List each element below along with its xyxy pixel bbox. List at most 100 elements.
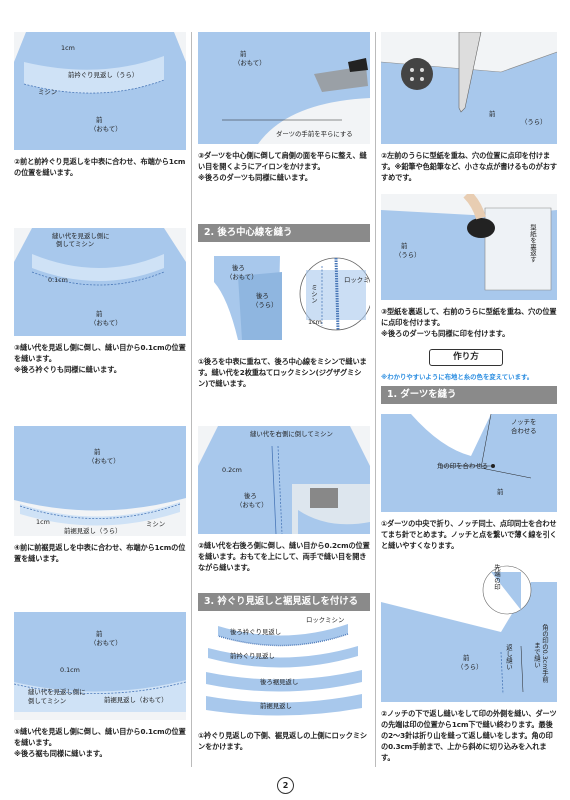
step-c3-d2: 先端の印 前 （うら） 返し縫い 角の印の0.3cm手前 まで縫い ②ノッチの下…	[381, 562, 557, 763]
label: 縫い代を見返し側に	[52, 232, 110, 240]
photo-topstitch-neck: 縫い代を見返し側に 倒してミシン 0.1cm 前 （おもて）	[14, 228, 186, 336]
photo-topstitch-hem: 前 （おもて） 0.1cm 縫い代を見返し側に 倒してミシン 前裾見返し（おもて…	[14, 612, 186, 720]
step-c2-b2: 縫い代を右側に倒してミシン 0.2cm 後ろ （おもて） ②縫い代を右後ろ側に倒…	[198, 426, 370, 573]
label: 1cm	[36, 518, 50, 526]
label: 合わせる	[511, 427, 537, 435]
step-caption: ③型紙を裏返して、右前のうらに型紙を重ね、穴の位置に点印を付けます。	[381, 307, 557, 327]
label: （おもて）	[90, 125, 122, 133]
pencil-icon	[458, 32, 482, 113]
how-to-title: 作り方	[429, 349, 503, 366]
label: （おもて）	[234, 59, 266, 67]
label: 前裾見返し（おもて）	[104, 696, 168, 704]
step-caption: ⑤縫い代を見返し側に倒し、縫い目から0.1cmの位置を縫います。	[14, 727, 186, 747]
step-c1-3: 縫い代を見返し側に 倒してミシン 0.1cm 前 （おもて） ③縫い代を見返し側…	[14, 228, 186, 375]
step-caption: ②前と前衿ぐり見返しを中表に合わせ、布端から1cmの位置を縫います。	[14, 157, 186, 177]
step-caption: ③ダーツを中心側に倒して肩側の面を平らに整え、縫い目を開くようにアイロンをかけま…	[198, 151, 367, 171]
step-c3-d1: ノッチを 合わせる 角の印を合わせる 前 ①ダーツの中央で折り、ノッチ同士、点印…	[381, 408, 557, 551]
label: 倒してミシン	[28, 697, 67, 705]
label: （うら）	[521, 118, 547, 126]
step-note: ※後ろ衿ぐりも同様に縫います。	[14, 365, 121, 374]
label: 前	[94, 448, 101, 456]
label: 前	[489, 110, 496, 118]
column-divider	[191, 32, 192, 767]
label: （うら）	[395, 251, 421, 259]
label: （おもて）	[226, 273, 258, 281]
label: 0.2cm	[222, 466, 242, 474]
photo-hem-facing: 前 （おもて） 1cm 前裾見返し（うら） ミシン	[14, 426, 186, 536]
label: ミシン	[310, 284, 318, 304]
label: 型紙を裏返す	[529, 224, 537, 263]
label: ミシン	[146, 520, 166, 528]
step-caption: ④前に前裾見返しを中表に合わせ、布端から1cmの位置を縫います。	[14, 543, 186, 563]
page-number: 2	[277, 777, 294, 794]
step-caption: ②ノッチの下で返し縫いをして印の外側を縫い、ダーツの先端は印の位置から1cm下で…	[381, 709, 557, 762]
label: 前裾見返し（うら）	[64, 527, 122, 535]
label: まで縫い	[533, 642, 541, 668]
sewing-machine-icon	[310, 488, 338, 508]
label: 角の印を合わせる	[437, 462, 489, 470]
label: 前	[463, 654, 470, 662]
label: 前衿ぐり見返し（うら）	[68, 71, 139, 79]
label: （おもて）	[236, 501, 268, 509]
column-1: 1cm 前衿ぐり見返し（うら） ミシン 前 （おもて） ②前と前衿ぐり見返しを中…	[14, 0, 186, 770]
section-header-facings: 3. 衿ぐり見返しと裾見返しを付ける	[198, 593, 370, 611]
label: （うら）	[252, 301, 278, 309]
label: 縫い代を見返し側に	[28, 688, 86, 696]
step-caption: ③縫い代を見返し側に倒し、縫い目から0.1cmの位置を縫います。	[14, 343, 186, 363]
label: 後ろ	[256, 292, 269, 300]
step-caption: ②左前のうらに型紙を重ね、穴の位置に点印を付けます。※鉛筆や色鉛筆など、小さな点…	[381, 151, 557, 182]
step-c1-2: 1cm 前衿ぐり見返し（うら） ミシン 前 （おもて） ②前と前衿ぐり見返しを中…	[14, 32, 186, 178]
photo-facings: ロックミシン 後ろ衿ぐり見返し 前衿ぐり見返し 後ろ裾見返し 前裾見返し	[198, 616, 370, 724]
label: 後ろ衿ぐり見返し	[230, 628, 282, 636]
step-caption: ①ダーツの中央で折り、ノッチ同士、点印同士を合わせてまち針でとめます。ノッチと点…	[381, 519, 557, 550]
weight-icon	[467, 218, 495, 238]
label: 前	[96, 116, 103, 124]
label: （おもて）	[90, 639, 122, 647]
fabric-illustration	[14, 32, 186, 150]
label: 前	[240, 50, 247, 58]
column-divider	[375, 32, 376, 767]
iron-icon	[314, 66, 368, 92]
label: 返し縫い	[505, 644, 513, 670]
section-header-back-center: 2. 後ろ中心線を縫う	[198, 224, 370, 242]
how-to-note: ※わかりやすいように布地と糸の色を変えています。	[381, 373, 534, 381]
label: 前	[96, 630, 103, 638]
label: 0.1cm	[60, 666, 80, 674]
step-caption: ②縫い代を右後ろ側に倒し、縫い目から0.2cmの位置を縫います。おもてを上にして…	[198, 541, 370, 572]
label: ダーツの手前を平らにする	[276, 130, 353, 138]
label: ノッチを	[511, 418, 537, 426]
label: 後ろ	[232, 264, 245, 272]
label: 前衿ぐり見返し	[230, 652, 275, 660]
step-c2-3: 前 （おもて） ダーツの手前を平らにする ③ダーツを中心側に倒して肩側の面を平ら…	[198, 32, 370, 183]
step-c3-2: 前 （うら） ②左前のうらに型紙を重ね、穴の位置に点印を付けます。※鉛筆や色鉛筆…	[381, 32, 557, 183]
step-note: ※後ろのダーツも同様に縫います。	[198, 173, 312, 182]
label: 前	[96, 310, 103, 318]
label: ロックミシン	[344, 276, 370, 284]
step-caption: ①後ろを中表に重ねて、後ろ中心線をミシンで縫います。縫い代を2枚重ねてロックミシ…	[198, 357, 367, 388]
label: 先端の印	[493, 564, 501, 590]
label: 縫い代を右側に倒してミシン	[250, 430, 333, 438]
step-c1-4: 前 （おもて） 1cm 前裾見返し（うら） ミシン ④前に前裾見返しを中表に合わ…	[14, 426, 186, 564]
photo-press-dart: 前 （おもて） ダーツの手前を平らにする	[198, 32, 370, 144]
step-c1-5: 前 （おもて） 0.1cm 縫い代を見返し側に 倒してミシン 前裾見返し（おもて…	[14, 612, 186, 759]
step-c2-f1: ロックミシン 後ろ衿ぐり見返し 前衿ぐり見返し 後ろ裾見返し 前裾見返し ①衿ぐ…	[198, 616, 370, 752]
photo-flip-pattern: 前 （うら） 型紙を裏返す	[381, 194, 557, 300]
label: 1cm	[308, 318, 322, 326]
label: 0.1cm	[48, 276, 68, 284]
step-note: ※後ろ裾も同様に縫います。	[14, 749, 107, 758]
step-c2-b1: 後ろ （おもて） 後ろ （うら） ミシン ロックミシン 1cm ①後ろを中表に重…	[198, 248, 370, 389]
button-weight-icon	[401, 58, 433, 90]
photo-mark-dots: 前 （うら）	[381, 32, 557, 144]
label: 倒してミシン	[56, 240, 95, 248]
column-3: 前 （うら） ②左前のうらに型紙を重ね、穴の位置に点印を付けます。※鉛筆や色鉛筆…	[381, 0, 557, 770]
label: 前	[497, 488, 504, 496]
label: （おもて）	[88, 457, 120, 465]
section-header-darts: 1. ダーツを縫う	[381, 386, 557, 404]
step-caption: ①衿ぐり見返しの下側、裾見返しの上側にロックミシンをかけます。	[198, 731, 368, 751]
photo-back-center: 後ろ （おもて） 後ろ （うら） ミシン ロックミシン 1cm	[198, 248, 370, 350]
step-c3-3: 前 （うら） 型紙を裏返す ③型紙を裏返して、右前のうらに型紙を重ね、穴の位置に…	[381, 194, 557, 339]
label: 前	[401, 242, 408, 250]
label: 1cm	[61, 44, 75, 52]
label: 後ろ裾見返し	[260, 678, 299, 686]
step-note: ※後ろのダーツも同様に印を付けます。	[381, 329, 510, 338]
